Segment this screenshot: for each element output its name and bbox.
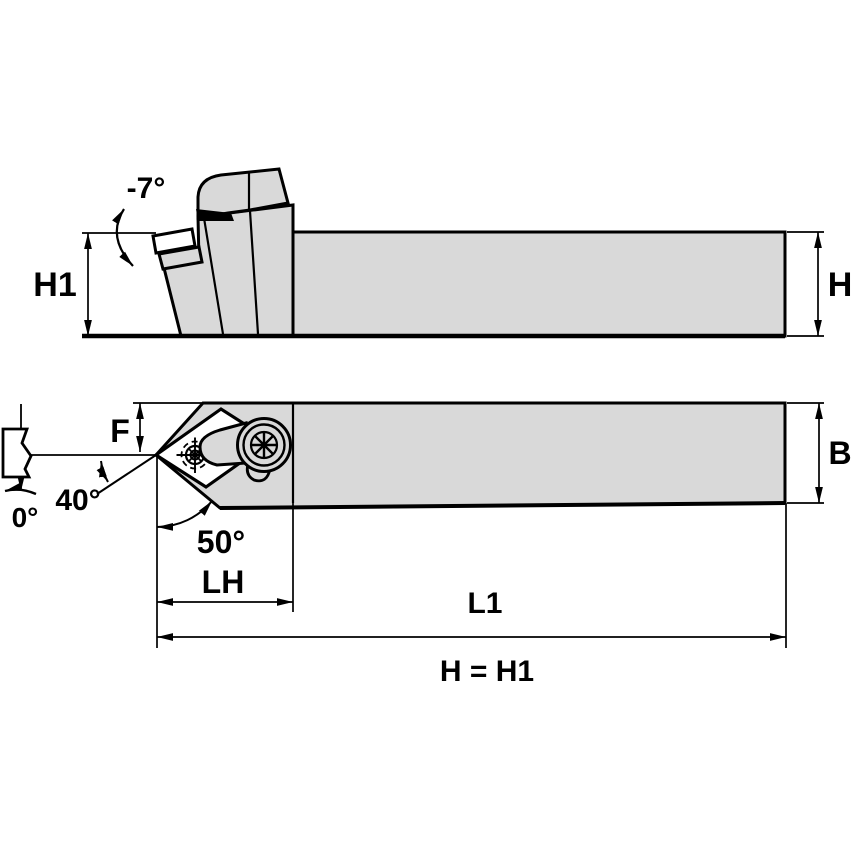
fifty-angle-annotation: 50°: [156, 455, 245, 648]
body-bottom-edge: [219, 501, 786, 510]
swing-arrow-icon: [4, 483, 37, 496]
rake-angle-arc: [112, 208, 134, 267]
label-l1: L1: [467, 587, 502, 620]
clamp-nose: [196, 209, 234, 221]
lead-angle-arc: [96, 460, 109, 483]
label-h-equals-h1: H = H1: [440, 655, 534, 688]
label-fifty-angle: 50°: [197, 524, 245, 560]
label-h1: H1: [33, 266, 76, 304]
label-rake-angle: -7°: [127, 172, 166, 205]
workpiece-icon: [1, 427, 33, 479]
insert-side: [151, 227, 197, 255]
shim-side: [157, 245, 204, 271]
label-b: B: [828, 435, 851, 471]
body-top: [153, 401, 787, 510]
top-view: 0° 40° F 50° LH: [1, 401, 852, 688]
label-lead-angle: 40°: [55, 484, 100, 517]
l1-dimension: L1: [157, 503, 787, 648]
lead-angle-annotation: 40°: [55, 454, 157, 517]
f-dimension: F: [110, 402, 203, 452]
clamp-side: [196, 167, 290, 220]
workpiece-reference: 0°: [1, 404, 156, 533]
label-zero-deg: 0°: [12, 502, 39, 533]
label-f: F: [110, 413, 130, 449]
head-facet-lines: [202, 210, 260, 335]
rake-angle-annotation: -7°: [112, 172, 166, 267]
lh-dimension: LH: [157, 503, 294, 612]
head-side: [162, 203, 295, 338]
lead-angle-line: [96, 454, 157, 495]
label-lh: LH: [202, 564, 245, 600]
shank-side: [291, 230, 787, 338]
side-view: H1 H -7°: [33, 167, 853, 339]
b-dimension: B: [787, 402, 852, 504]
label-h: H: [828, 266, 853, 304]
clamp-screw-icon: [236, 417, 292, 473]
h-dimension: H: [787, 231, 853, 337]
clamp-top: [198, 421, 248, 467]
fifty-angle-arc: [156, 500, 213, 531]
h1-dimension: H1: [33, 232, 156, 336]
